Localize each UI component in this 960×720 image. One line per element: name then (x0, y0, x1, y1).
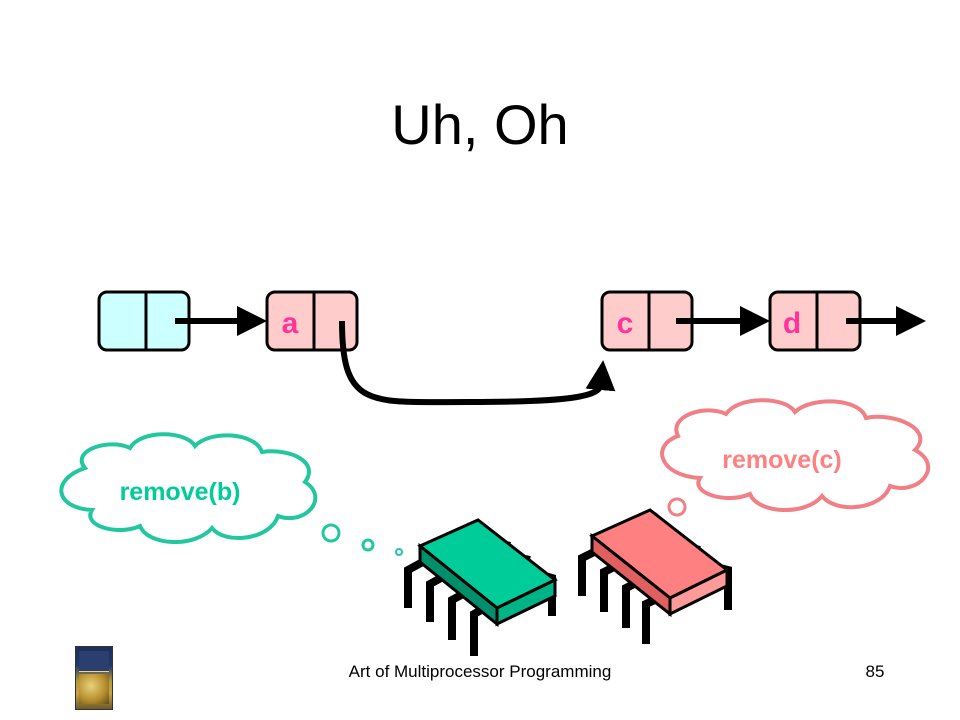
slide-footer: Art of Multiprocessor Programming (348, 662, 612, 681)
thread-chip-icon (404, 518, 558, 656)
node-a-label: a (282, 307, 299, 340)
thought-text-remove-c: remove(c) (722, 446, 842, 474)
a-next-curved-arrow (339, 320, 616, 406)
book-cover-icon (75, 646, 113, 710)
list-node-c: c (600, 290, 694, 352)
thought-cloud-red: remove(c) (632, 398, 930, 528)
slide-title: Uh, Oh (391, 93, 569, 156)
list-node-a: a (265, 290, 359, 352)
node-c-label: c (617, 307, 634, 340)
node-d-label: d (783, 307, 801, 340)
book-title-band (79, 651, 109, 672)
page-number: 85 (865, 662, 885, 681)
book-art (79, 674, 109, 704)
list-node-d: d (768, 290, 862, 352)
thought-text-remove-b: remove(b) (120, 478, 241, 506)
thought-cloud-green: remove(b) (59, 432, 403, 556)
thread-chip-icon (578, 508, 732, 644)
